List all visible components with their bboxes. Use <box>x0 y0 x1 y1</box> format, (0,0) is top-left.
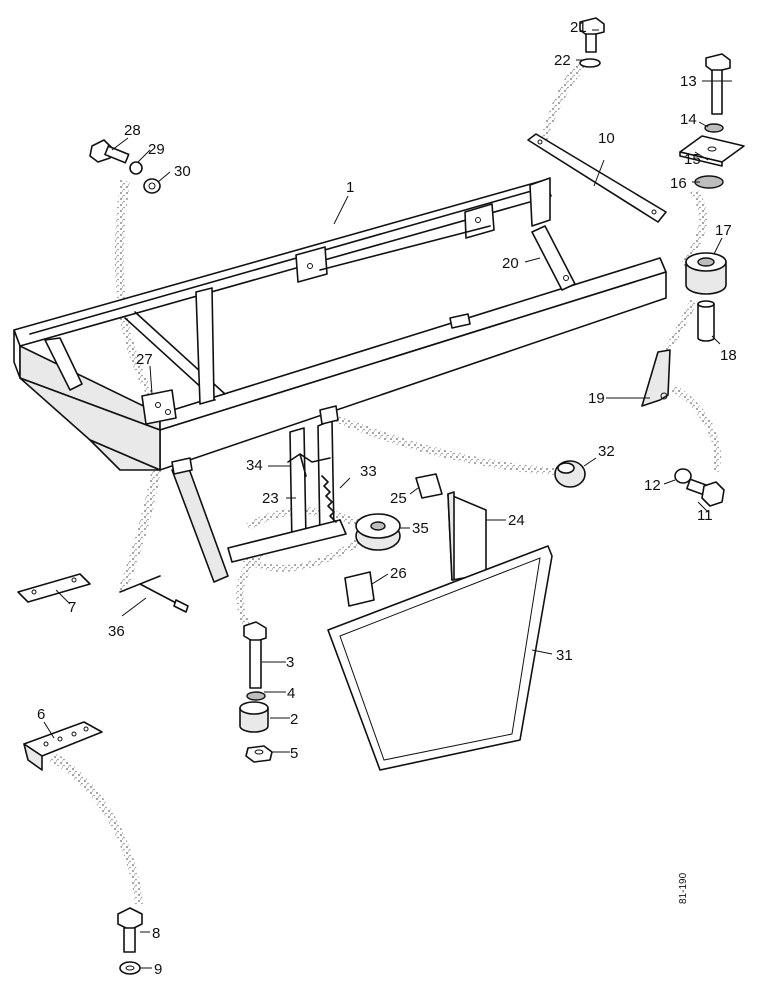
callout-12: 12 <box>644 477 661 494</box>
part-28-bolt <box>89 139 130 164</box>
callout-7: 7 <box>68 599 76 616</box>
callout-28: 28 <box>124 122 141 139</box>
callout-11: 11 <box>697 507 713 524</box>
part-11-bolt <box>686 478 725 507</box>
part-12-washer <box>674 468 692 484</box>
part-33-spring <box>321 475 337 523</box>
part-6-angle-bracket <box>23 721 103 771</box>
callout-10: 10 <box>598 130 615 147</box>
part-3-bolt <box>243 621 267 689</box>
part-31-cover <box>327 545 553 771</box>
callout-30: 30 <box>174 163 191 180</box>
callout-25: 25 <box>390 490 407 507</box>
callout-20: 20 <box>502 255 519 272</box>
part-17-rubber-block <box>685 252 727 295</box>
part-9-washer <box>119 961 141 975</box>
callout-26: 26 <box>390 565 407 582</box>
main-frame <box>13 177 667 471</box>
callout-17: 17 <box>715 222 732 239</box>
leader-lines <box>43 29 732 969</box>
callout-36: 36 <box>108 623 125 640</box>
callout-3: 3 <box>286 654 294 671</box>
part-34-clip <box>287 453 331 477</box>
part-5-nut <box>245 745 273 763</box>
callout-15: 15 <box>684 151 701 168</box>
part-4-washer <box>246 691 266 701</box>
callout-9: 9 <box>154 961 162 978</box>
callout-35: 35 <box>412 520 429 537</box>
part-8-bolt <box>117 907 143 953</box>
callout-29: 29 <box>148 141 165 158</box>
callout-8: 8 <box>152 925 160 942</box>
part-21-bolt <box>579 17 605 53</box>
callout-5: 5 <box>290 745 298 762</box>
callout-16: 16 <box>670 175 687 192</box>
part-18-sleeve <box>697 300 715 342</box>
callout-4: 4 <box>287 685 295 702</box>
callout-18: 18 <box>720 347 737 364</box>
callout-2: 2 <box>290 711 298 728</box>
callout-1: 1 <box>346 179 354 196</box>
part-30-nut <box>143 178 161 194</box>
part-35-pulley <box>355 513 401 551</box>
callout-31: 31 <box>556 647 573 664</box>
callout-24: 24 <box>508 512 525 529</box>
part-29-washer <box>129 161 143 175</box>
part-26-clip <box>344 571 375 607</box>
part-19-bracket <box>641 349 671 407</box>
part-7-strip <box>17 573 91 603</box>
callout-32: 32 <box>598 443 615 460</box>
callout-33: 33 <box>360 463 377 480</box>
callout-labels: 1 2 3 4 5 6 7 8 9 10 11 12 13 14 15 16 1… <box>37 19 737 978</box>
part-13-bolt <box>705 53 731 115</box>
callout-13: 13 <box>680 73 697 90</box>
callout-19: 19 <box>588 390 605 407</box>
part-32-knob <box>554 460 586 488</box>
part-20-brace <box>531 225 576 291</box>
callout-21: 21 <box>570 19 587 36</box>
callout-34: 34 <box>246 457 263 474</box>
callout-22: 22 <box>554 52 571 69</box>
callout-6: 6 <box>37 706 45 723</box>
part-25-clip <box>415 473 443 499</box>
part-14-washer <box>704 123 724 133</box>
part-22-washer <box>579 58 601 68</box>
callout-23: 23 <box>262 490 279 507</box>
callout-14: 14 <box>680 111 697 128</box>
callout-27: 27 <box>136 351 153 368</box>
drawing-code: 81-190 <box>678 872 689 904</box>
part-36-key <box>119 575 189 613</box>
part-2-rubber-mount <box>239 701 269 733</box>
